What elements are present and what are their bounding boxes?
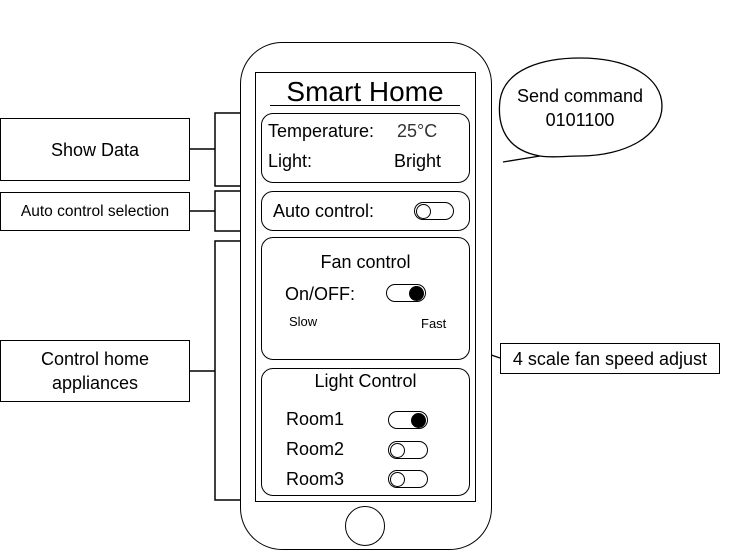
room3-label: Room3 [286, 469, 345, 489]
temperature-value: 25°C [397, 121, 438, 141]
control-home-text-line1: Control home [40, 349, 150, 369]
control-home-appliances-label: Control home appliances [0, 340, 190, 402]
auto-control-label: Auto control: [273, 201, 375, 221]
light-value: Bright [394, 151, 442, 171]
room1-toggle[interactable] [388, 411, 428, 429]
bubble-line-1: Send command [516, 86, 644, 106]
temperature-label: Temperature: [268, 121, 375, 141]
toggle-knob [409, 286, 424, 301]
slider-fast-label: Fast [421, 316, 447, 331]
fan-control-panel [261, 237, 470, 360]
auto-control-selection-text: Auto control selection [20, 202, 170, 220]
light-label: Light: [268, 151, 313, 171]
bubble-line-2: 0101100 [545, 110, 615, 130]
toggle-knob [411, 413, 426, 428]
bubble-text: Send command 0101100 [500, 84, 660, 132]
room1-label: Room1 [286, 409, 345, 429]
fan-speed-annotation: 4 scale fan speed adjust [500, 343, 720, 374]
show-data-text: Show Data [50, 139, 140, 160]
fan-speed-slider[interactable] [288, 330, 448, 348]
data-panel [261, 113, 470, 183]
room2-label: Room2 [286, 439, 345, 459]
light-control-panel [261, 368, 470, 496]
auto-control-selection-label: Auto control selection [0, 192, 190, 231]
toggle-knob [390, 443, 405, 458]
auto-control-toggle[interactable] [414, 202, 454, 220]
fan-onoff-toggle[interactable] [386, 284, 426, 302]
room3-toggle[interactable] [388, 470, 428, 488]
title-underline [270, 105, 460, 106]
slider-slow-label: Slow [289, 314, 318, 329]
speech-bubble [498, 57, 663, 163]
fan-onoff-label: On/OFF: [285, 284, 356, 304]
light-control-title: Light Control [314, 371, 417, 391]
app-title: Smart Home [286, 76, 444, 107]
fan-speed-annotation-text: 4 scale fan speed adjust [512, 348, 708, 369]
toggle-knob [390, 472, 405, 487]
toggle-knob [416, 204, 431, 219]
control-home-text-line2: appliances [51, 373, 139, 393]
room2-toggle[interactable] [388, 441, 428, 459]
home-button[interactable] [345, 506, 385, 546]
show-data-label: Show Data [0, 118, 190, 181]
fan-control-title: Fan control [320, 252, 411, 272]
